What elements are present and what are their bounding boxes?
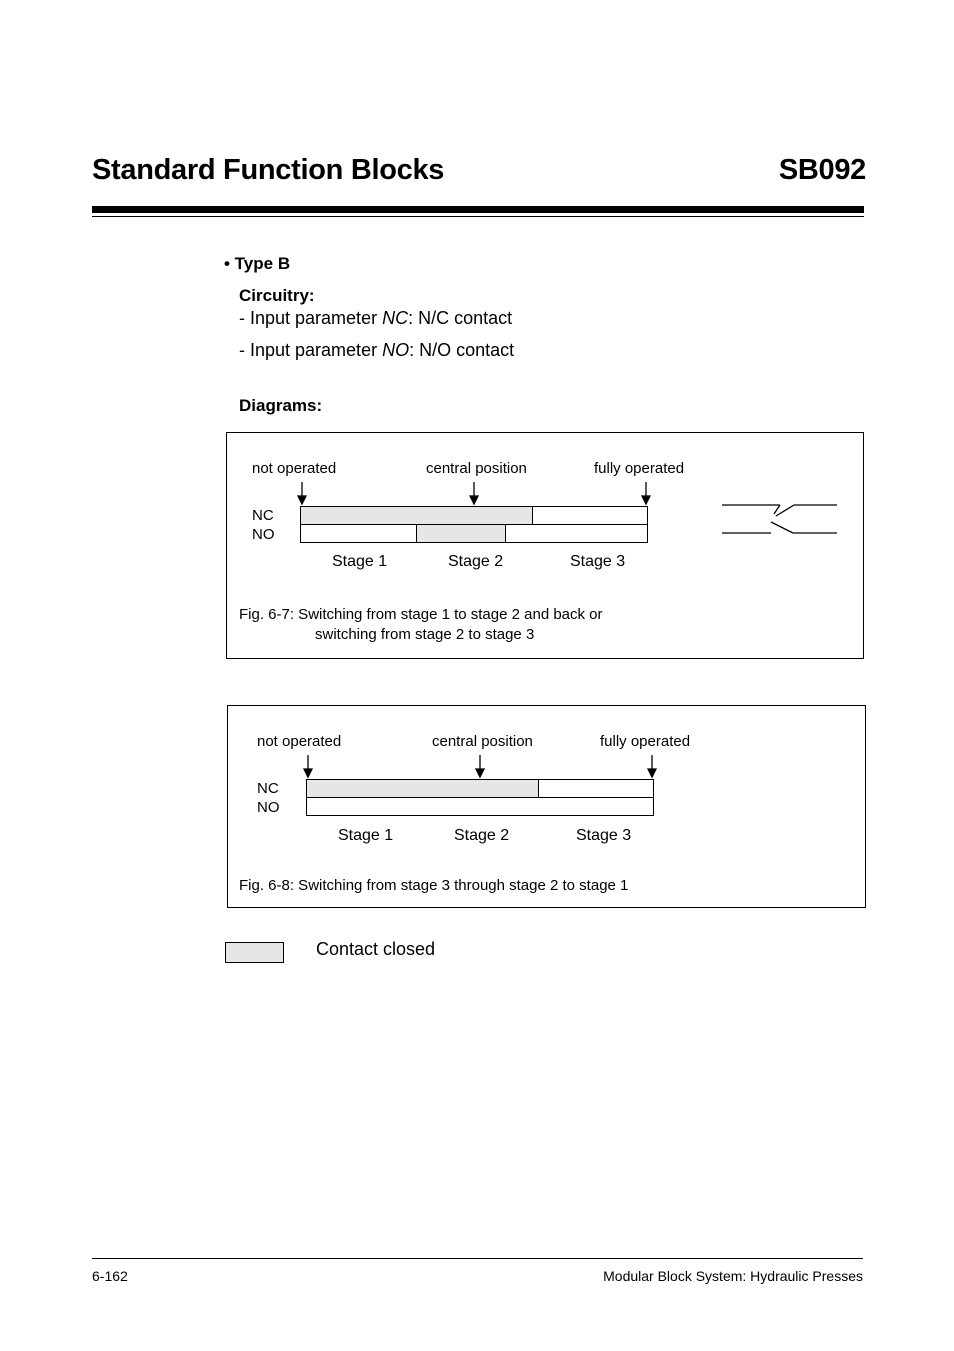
stage-2-label: Stage 2 <box>448 553 504 570</box>
line-suffix: : N/O contact <box>409 340 515 360</box>
figure-6-7: not operated central position fully oper… <box>226 432 864 659</box>
label-central-position: central position <box>426 460 527 477</box>
block-code: SB092 <box>778 154 866 186</box>
nc-closed-segment <box>306 779 539 798</box>
switch-symbol <box>722 504 837 534</box>
figure-caption-line-2: switching from stage 2 to stage 3 <box>315 626 535 643</box>
no-closed-segment <box>416 524 506 543</box>
page-title: Standard Function Blocks <box>92 154 445 186</box>
row-label-no: NO <box>252 526 275 543</box>
no-bar <box>306 797 654 816</box>
figure-caption: Fig. 6-8: Switching from stage 3 through… <box>239 877 629 894</box>
line-prefix: - Input parameter <box>239 340 383 360</box>
stage-2-label: Stage 2 <box>454 827 510 844</box>
footer-rule <box>92 1258 863 1259</box>
header-rule-thin <box>92 216 864 217</box>
stage-1-label: Stage 1 <box>338 827 394 844</box>
stage-3-label: Stage 3 <box>570 553 626 570</box>
figure-6-8: not operated central position fully oper… <box>227 705 866 908</box>
label-not-operated: not operated <box>252 460 337 477</box>
document-title: Modular Block System: Hydraulic Presses <box>603 1268 863 1284</box>
type-b-heading: • Type B <box>224 254 291 273</box>
arrows <box>302 755 658 779</box>
circuitry-label: Circuitry: <box>239 286 315 305</box>
label-central-position: central position <box>432 733 533 750</box>
header-rule-thick <box>92 206 864 213</box>
page-number: 6-162 <box>92 1268 128 1284</box>
figure-caption-line-1: Fig. 6-7: Switching from stage 1 to stag… <box>239 606 603 623</box>
arrows <box>296 482 652 506</box>
label-not-operated: not operated <box>257 733 342 750</box>
row-label-no: NO <box>257 799 280 816</box>
param-name: NC <box>382 308 409 328</box>
line-prefix: - Input parameter <box>239 308 383 328</box>
line-suffix: : N/C contact <box>408 308 513 328</box>
label-fully-operated: fully operated <box>594 460 685 477</box>
stage-1-label: Stage 1 <box>332 553 388 570</box>
legend-swatch <box>225 942 284 963</box>
diagrams-label: Diagrams: <box>239 396 323 415</box>
row-label-nc: NC <box>257 780 279 797</box>
circuitry-line-nc: - Input parameter NC: N/C contact <box>239 308 512 329</box>
legend-label: Contact closed <box>316 939 436 959</box>
label-fully-operated: fully operated <box>600 733 691 750</box>
row-label-nc: NC <box>252 507 274 524</box>
param-name: NO <box>382 340 410 360</box>
stage-3-label: Stage 3 <box>576 827 632 844</box>
circuitry-line-no: - Input parameter NO: N/O contact <box>239 340 514 361</box>
